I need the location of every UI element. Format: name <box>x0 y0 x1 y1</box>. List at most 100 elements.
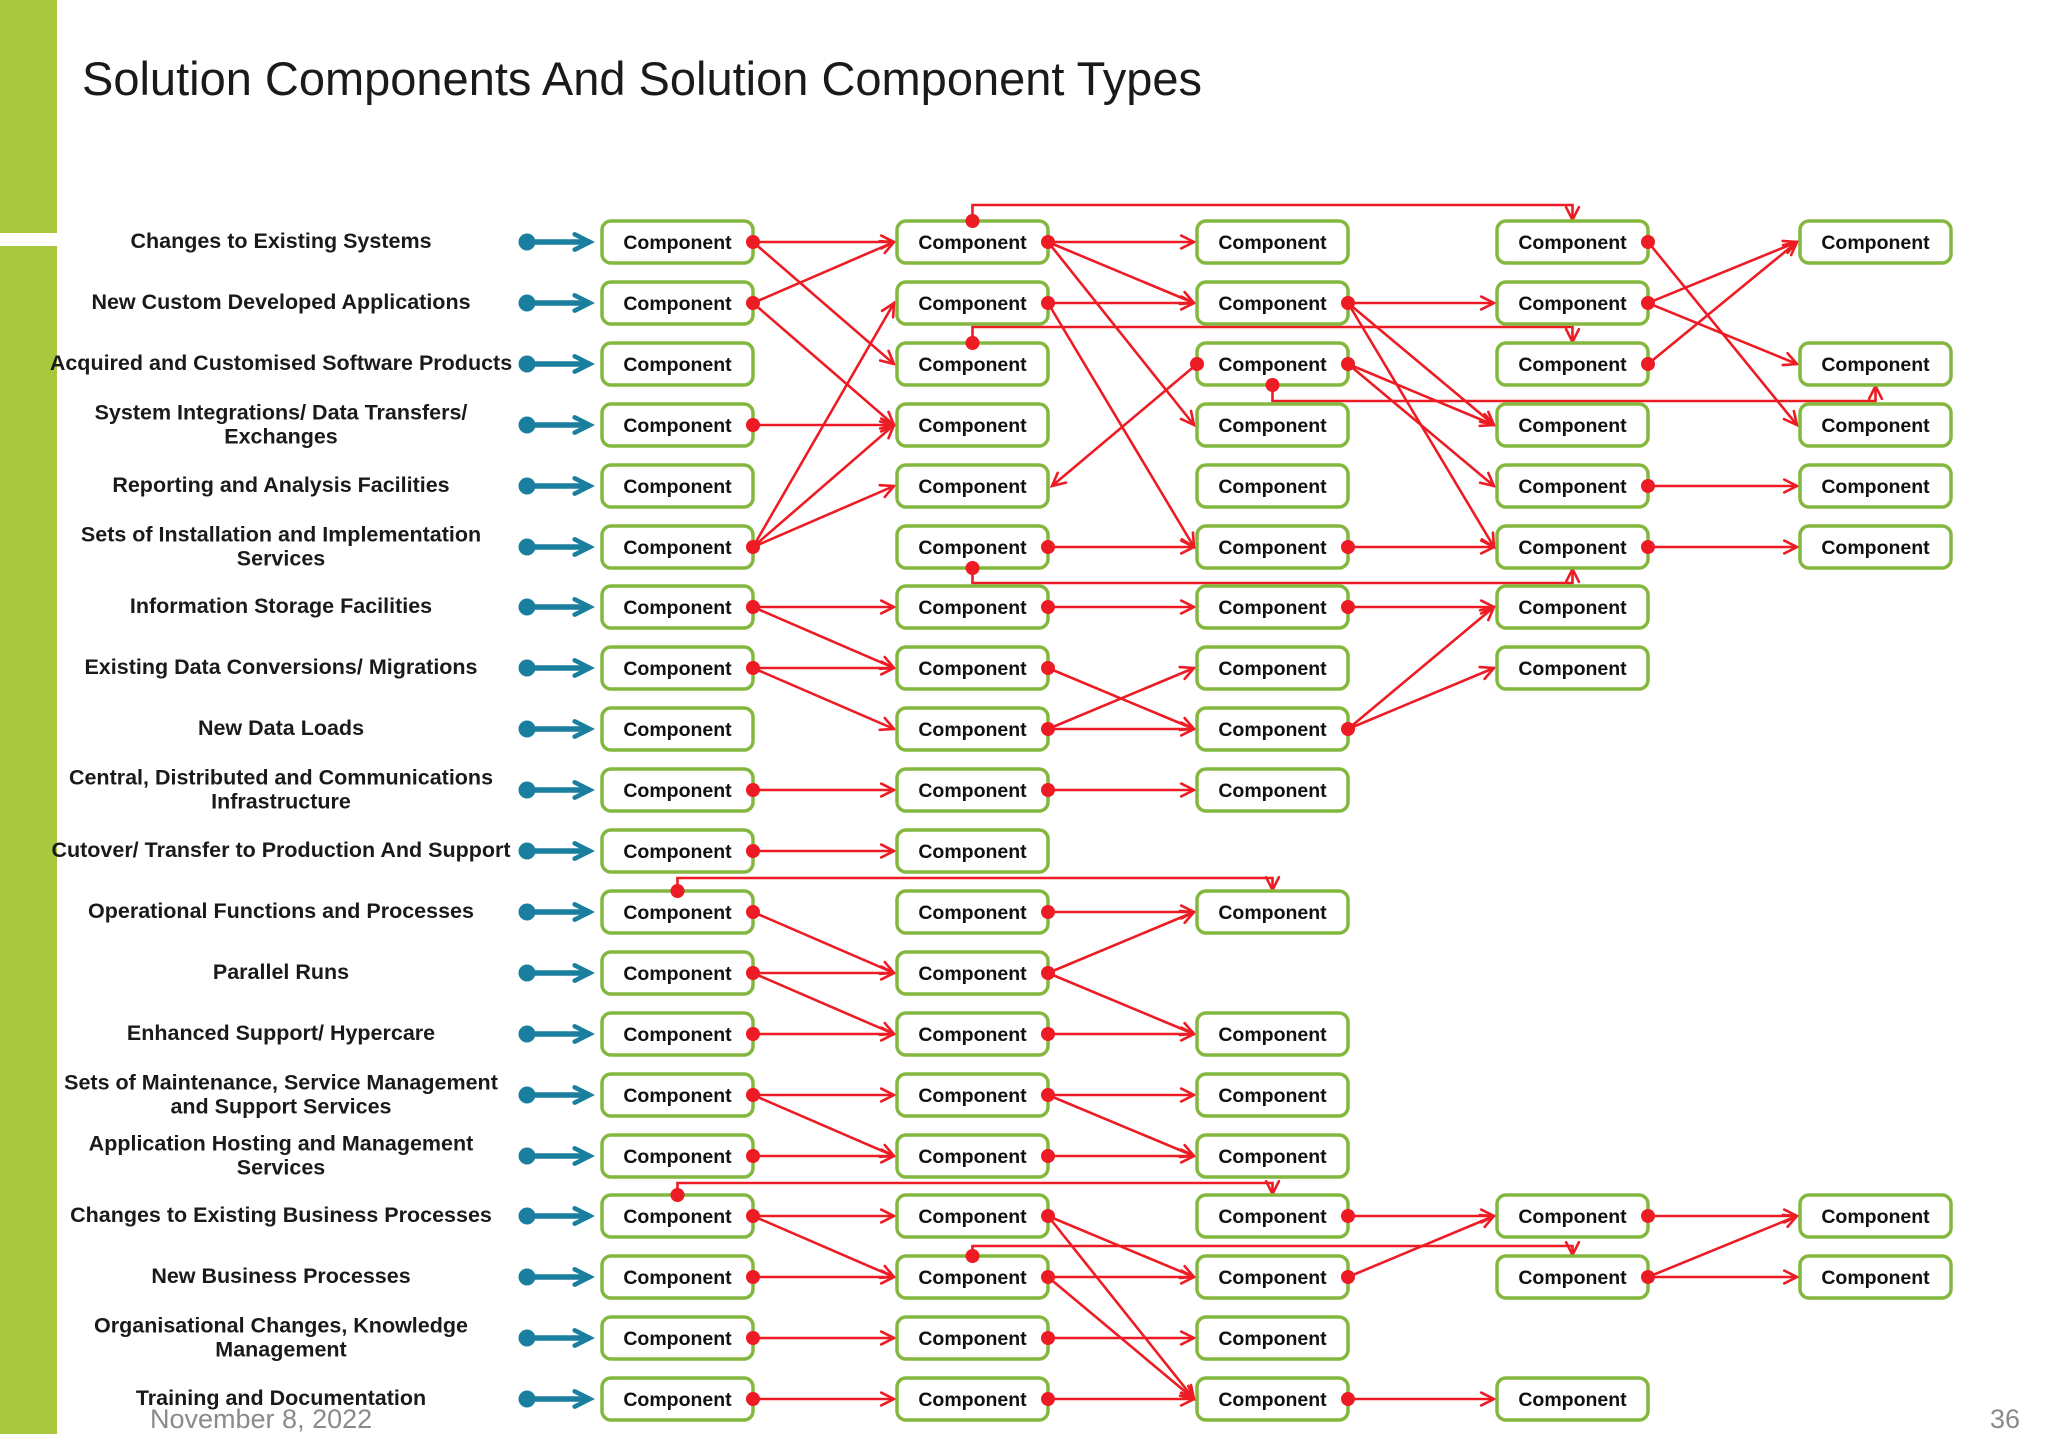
component-box-r3c4: Component <box>1495 341 1650 387</box>
component-box-label-r10c3: Component <box>1218 780 1327 802</box>
component-box-r18c4: Component <box>1495 1254 1650 1300</box>
red-connector-dot <box>1041 905 1055 919</box>
arrow-r17c1-to-r18c2 <box>752 1214 897 1280</box>
arrow-r9c3-to-r8c4 <box>1347 665 1497 731</box>
component-box-label-r2c2: Component <box>918 293 1027 315</box>
component-box-label-r12c3: Component <box>1218 902 1327 924</box>
arrow-r17c2-to-r20c3 <box>1046 1215 1196 1402</box>
red-connector-dot <box>1641 540 1655 554</box>
component-box-r5c4: Component <box>1495 463 1650 509</box>
component-box-r12c1: Component <box>600 889 755 935</box>
component-box-r16c1: Component <box>600 1133 755 1179</box>
component-box-r19c3: Component <box>1195 1315 1350 1361</box>
component-box-label-r18c2: Component <box>918 1267 1027 1289</box>
red-connector-dot <box>965 561 980 575</box>
arrow-r18c4-to-r17c5 <box>1647 1213 1800 1279</box>
component-box-label-r20c2: Component <box>918 1389 1027 1411</box>
component-box-label-r18c5: Component <box>1821 1267 1930 1289</box>
arrow-r6c1-to-r5c2 <box>752 483 897 549</box>
red-connector-dot <box>746 540 760 554</box>
skip-arrow-r17c1-to-r17c3 <box>676 1179 1281 1197</box>
row-label-9: New Data Loads <box>197 716 365 741</box>
component-box-border-r8c3 <box>1195 645 1350 691</box>
component-box-r5c5: Component <box>1798 463 1953 509</box>
component-box-r14c3: Component <box>1195 1011 1350 1057</box>
component-box-label-r7c3: Component <box>1218 597 1327 619</box>
component-box-border-r15c3 <box>1195 1072 1350 1118</box>
component-box-label-r9c1: Component <box>623 719 732 741</box>
component-box-r6c3: Component <box>1195 524 1350 570</box>
component-box-r7c3: Component <box>1195 584 1350 630</box>
component-box-label-r1c2: Component <box>918 232 1027 254</box>
component-box-r10c2: Component <box>895 767 1050 813</box>
footer-date: November 8, 2022 <box>150 1404 373 1434</box>
arrow-r2c1-to-r1c2 <box>752 239 897 305</box>
arrow-r9c3-to-r7c4 <box>1347 605 1497 730</box>
row-label-2: New Custom Developed Applications <box>91 290 471 315</box>
red-connector-dot <box>1641 1270 1655 1284</box>
row-label-4: System Integrations/ Data Transfers/ Exc… <box>94 400 468 448</box>
row-label-20: Training and Documentation <box>135 1386 427 1411</box>
red-connector-dot <box>1041 540 1055 554</box>
arrow-r1c1-to-r3c2 <box>752 241 897 366</box>
component-box-label-r15c1: Component <box>623 1085 732 1107</box>
red-connector-dot <box>746 1392 760 1406</box>
component-box-label-r17c2: Component <box>918 1206 1027 1228</box>
red-connector-dot <box>1641 235 1655 249</box>
row-label-18: New Business Processes <box>151 1264 411 1289</box>
red-connector-dot <box>1341 1270 1355 1284</box>
red-connector-dot <box>1041 600 1055 614</box>
component-box-border-r4c2 <box>895 402 1050 448</box>
component-box-label-r6c3: Component <box>1218 537 1327 559</box>
component-box-border-r6c5 <box>1798 524 1953 570</box>
component-box-label-r7c2: Component <box>918 597 1027 619</box>
row-label-17: Changes to Existing Business Processes <box>70 1203 492 1228</box>
arrow-r13c2-to-r12c3 <box>1047 909 1197 975</box>
arrow-r13c2-to-r14c3 <box>1047 971 1197 1037</box>
component-box-border-r1c3 <box>1195 219 1350 265</box>
component-box-label-r18c1: Component <box>623 1267 732 1289</box>
red-connector-dot <box>1341 1209 1355 1223</box>
component-box-r15c3: Component <box>1195 1072 1350 1118</box>
red-connector-dot <box>746 1149 760 1163</box>
component-box-r6c1: Component <box>600 524 755 570</box>
red-connector-dot <box>746 418 760 432</box>
component-box-label-r17c1: Component <box>623 1206 732 1228</box>
component-box-label-r11c2: Component <box>918 841 1027 863</box>
component-box-r12c2: Component <box>895 889 1050 935</box>
component-box-label-r9c3: Component <box>1218 719 1327 741</box>
component-box-r7c1: Component <box>600 584 755 630</box>
component-box-label-r8c2: Component <box>918 658 1027 680</box>
red-connector-dot <box>746 235 760 249</box>
red-connector-dot <box>1041 783 1055 797</box>
component-box-r8c2: Component <box>895 645 1050 691</box>
row-label-13: Parallel Runs <box>212 960 350 985</box>
component-box-r7c4: Component <box>1495 584 1650 630</box>
red-connector-dot <box>746 966 760 980</box>
row-label-6: Sets of Installation and Implementation … <box>80 522 482 570</box>
component-box-r18c5: Component <box>1798 1254 1953 1300</box>
red-connector-dot <box>746 783 760 797</box>
red-connector-dot <box>1641 296 1655 310</box>
component-box-r1c1: Component <box>600 219 755 265</box>
red-connector-dot <box>1041 1331 1055 1345</box>
component-box-label-r19c3: Component <box>1218 1328 1327 1350</box>
row-label-1: Changes to Existing Systems <box>130 229 432 254</box>
component-box-label-r17c4: Component <box>1518 1206 1627 1228</box>
component-box-label-r3c4: Component <box>1518 354 1627 376</box>
red-connector-dot <box>1641 479 1655 493</box>
component-box-border-r1c5 <box>1798 219 1953 265</box>
component-box-r4c4: Component <box>1495 402 1650 448</box>
component-box-r4c3: Component <box>1195 402 1350 448</box>
component-box-r1c5: Component <box>1798 219 1953 265</box>
red-connector-dot <box>1041 1149 1055 1163</box>
component-box-label-r20c3: Component <box>1218 1389 1327 1411</box>
arrow-r3c3-to-r5c2 <box>1049 363 1198 488</box>
component-box-label-r9c2: Component <box>918 719 1027 741</box>
red-connector-dot <box>746 1331 760 1345</box>
component-box-label-r3c1: Component <box>623 354 732 376</box>
component-box-r8c3: Component <box>1195 645 1350 691</box>
component-box-r2c3: Component <box>1195 280 1350 326</box>
component-box-label-r7c4: Component <box>1518 597 1627 619</box>
